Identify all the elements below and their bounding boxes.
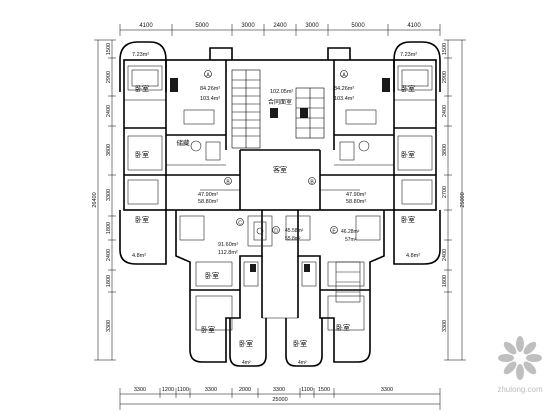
room-core-hall: 合同面室 — [268, 98, 292, 106]
balcony-area-bottom-left: 4m² — [242, 360, 251, 366]
balcony-area-top-right: 7.23m² — [400, 52, 417, 58]
dim-right-total: 25000 — [460, 192, 466, 207]
unit-a-left-area1: 84.26m² — [200, 86, 220, 92]
dim-top-3: 3000 — [241, 23, 255, 29]
room-bedroom-5: 卧室 — [135, 215, 149, 224]
room-bedroom-10: 卧室 — [293, 339, 307, 348]
unit-b-left-area2: 58.80m² — [198, 199, 218, 205]
unit-b-left-tag: B — [226, 180, 230, 186]
dim-left-4: 3800 — [106, 144, 112, 156]
dim-left-1: 1500 — [106, 43, 112, 55]
dim-bottom-4: 3300 — [205, 387, 217, 393]
unit-a-left-area2: 103.4m² — [200, 96, 220, 102]
dim-bottom-3: 1100 — [177, 387, 189, 393]
dim-right-4: 3800 — [442, 144, 448, 156]
unit-a-right-area1: 84.26m² — [334, 86, 354, 92]
dim-left-3: 2400 — [106, 105, 112, 117]
dim-left-9: 3300 — [106, 320, 112, 332]
elevator-left-icon — [270, 108, 278, 118]
room-bedroom-3: 卧室 — [135, 150, 149, 159]
dim-top-6: 5000 — [351, 23, 365, 29]
room-bedroom-4: 卧室 — [401, 150, 415, 159]
unit-a-right-area2: 103.4m² — [334, 96, 354, 102]
dim-top-5: 3000 — [305, 23, 319, 29]
room-bedroom-8: 卧室 — [201, 325, 215, 334]
dim-left-6: 1800 — [106, 222, 112, 234]
watermark-text: zhulong.com — [497, 385, 543, 394]
unit-d-area1: 45.58m² — [285, 228, 304, 234]
room-bedroom-11: 卧室 — [336, 323, 350, 332]
dim-right-8: 3300 — [442, 320, 448, 332]
unit-e-area2: 57m² — [345, 237, 357, 243]
stair-core — [231, 69, 325, 149]
balcony-area-top-left: 7.23m² — [132, 52, 149, 58]
room-storage: 储藏 — [177, 138, 191, 147]
dim-bottom-6: 3300 — [273, 387, 285, 393]
dim-left-8: 1800 — [106, 275, 112, 287]
unit-b-right-tag: B — [310, 180, 314, 186]
dim-right-5: 2700 — [442, 186, 448, 198]
unit-area-labels: A 84.26m² 103.4m² A 84.26m² 103.4m² 102.… — [198, 70, 366, 256]
dim-right-2: 2900 — [442, 71, 448, 83]
top-dimension-line: 4100 5000 3000 2400 3000 5000 4100 — [119, 23, 441, 36]
watermark-logo: zhulong.com — [497, 336, 543, 394]
unit-c-area2: 112.8m² — [218, 250, 238, 256]
elevator-right-icon — [300, 108, 308, 118]
unit-d-tag: D — [274, 229, 278, 235]
room-living-center: 客室 — [273, 165, 287, 174]
balcony-area-mid-right: 4.8m² — [406, 253, 420, 259]
room-labels: 卧室 卧室 卧室 卧室 卧室 卧室 卧室 卧室 卧室 卧室 卧室 储藏 客室 合… — [135, 84, 415, 348]
room-bedroom-6: 卧室 — [401, 215, 415, 224]
unit-a-right-tag: A — [342, 73, 346, 79]
balcony-labels: 7.23m² 7.23m² 4.8m² 4.8m² 4m² 4m² — [132, 52, 420, 366]
room-bedroom-2: 卧室 — [401, 84, 415, 93]
balcony-area-bottom-right: 4m² — [298, 360, 307, 366]
right-dimension-line: 1500 2900 2400 3800 2700 2400 1800 3300 … — [442, 39, 466, 361]
dim-bottom-8: 1500 — [318, 387, 330, 393]
left-dimension-line: 1500 2900 2400 3800 3300 1800 2400 1800 … — [92, 39, 116, 361]
dim-left-total: 26400 — [92, 192, 98, 207]
dim-bottom-total: 25000 — [272, 397, 287, 403]
dim-bottom-9: 3300 — [381, 387, 393, 393]
dim-top-4: 2400 — [273, 23, 287, 29]
unit-d-area2: 55.8m² — [285, 236, 301, 242]
dim-bottom-2: 1200 — [162, 387, 174, 393]
dim-right-6: 2400 — [442, 249, 448, 261]
dim-left-7: 2400 — [106, 249, 112, 261]
dim-top-7: 4100 — [407, 23, 421, 29]
dim-bottom-5: 2000 — [239, 387, 251, 393]
room-bedroom-9: 卧室 — [239, 339, 253, 348]
dim-left-2: 2900 — [106, 71, 112, 83]
building-outline — [119, 41, 441, 367]
dim-top-1: 4100 — [139, 23, 153, 29]
dim-left-5: 3300 — [106, 189, 112, 201]
dim-bottom-7: 1100 — [301, 387, 313, 393]
dim-right-1: 1500 — [442, 43, 448, 55]
dim-top-2: 5000 — [195, 23, 209, 29]
dim-right-3: 2400 — [442, 105, 448, 117]
unit-a-left-tag: A — [206, 73, 210, 79]
unit-e-area1: 46.28m² — [341, 229, 360, 235]
unit-core-area: 102.05m² — [270, 89, 293, 95]
room-bedroom-1: 卧室 — [135, 84, 149, 93]
furniture — [127, 65, 433, 331]
unit-e-tag: E — [332, 229, 336, 235]
unit-b-left-area1: 47.90m² — [198, 192, 218, 198]
balcony-area-mid-left: 4.8m² — [132, 253, 146, 259]
room-bedroom-7: 卧室 — [205, 271, 219, 280]
dim-right-7: 1800 — [442, 275, 448, 287]
unit-b-right-area2: 58.80m² — [346, 199, 366, 205]
dim-bottom-1: 3300 — [134, 387, 146, 393]
bottom-dimension-line: 3300 1200 1100 3300 2000 3300 1100 1500 … — [119, 387, 441, 410]
unit-c-area1: 91.60m² — [218, 242, 238, 248]
unit-c-tag: C — [238, 221, 242, 227]
unit-b-right-area1: 47.90m² — [346, 192, 366, 198]
